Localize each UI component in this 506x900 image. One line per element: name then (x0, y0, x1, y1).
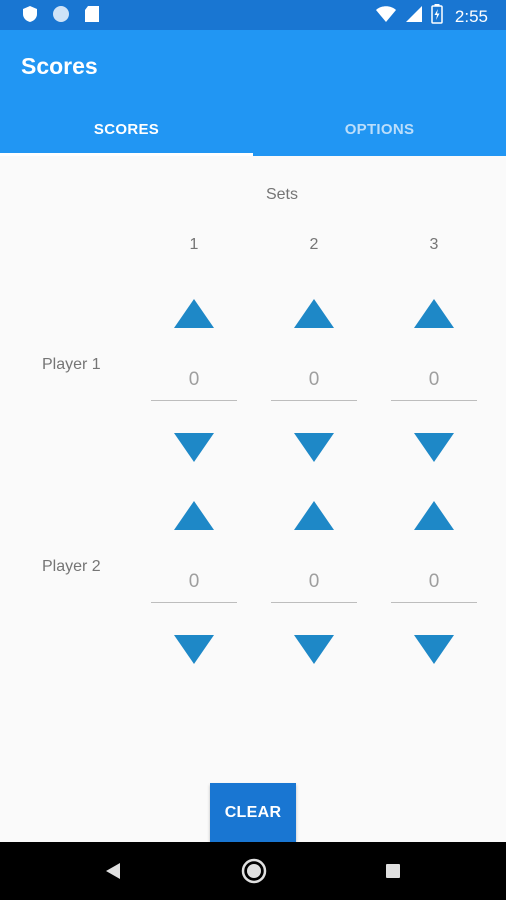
battery-icon (431, 4, 443, 29)
page-title: Scores (21, 53, 98, 79)
shield-icon (22, 5, 38, 28)
app-bar: Scores SCORES OPTIONS (0, 30, 506, 156)
notification-icons (22, 5, 100, 28)
player-1-set-2-down-arrow-icon[interactable] (292, 430, 336, 464)
player-1-set-1-up-arrow-icon[interactable] (172, 297, 216, 331)
tab-bar: SCORES OPTIONS (0, 102, 506, 156)
scores-panel: Sets 1 2 3 Player 1 0 0 0 Player 2 0 0 0… (0, 156, 506, 842)
wifi-icon (375, 5, 397, 28)
sd-card-icon (84, 5, 100, 28)
recents-icon[interactable] (385, 863, 401, 884)
player-1-set-3-down-arrow-icon[interactable] (412, 430, 456, 464)
player-2-set-1-up-arrow-icon[interactable] (172, 499, 216, 533)
system-nav-bar (0, 842, 506, 900)
tab-label: OPTIONS (344, 120, 415, 138)
clock: 2:55 (454, 6, 488, 26)
set-column-header: 1 (189, 236, 199, 253)
player-1-set-3-score[interactable]: 0 (391, 360, 477, 401)
system-icons: 2:55 (375, 4, 488, 29)
circle-icon (52, 5, 70, 28)
player-2-set-2-down-arrow-icon[interactable] (292, 632, 336, 666)
player-1-set-1-score[interactable]: 0 (151, 360, 237, 401)
player-1-set-1-down-arrow-icon[interactable] (172, 430, 216, 464)
player-2-set-3-score[interactable]: 0 (391, 562, 477, 603)
player-2-set-2-score[interactable]: 0 (271, 562, 357, 603)
signal-icon (405, 5, 423, 28)
player-2-label: Player 2 (42, 558, 101, 575)
tab-indicator (0, 153, 253, 156)
player-2-set-1-down-arrow-icon[interactable] (172, 632, 216, 666)
player-1-label: Player 1 (42, 356, 101, 373)
tab-options[interactable]: OPTIONS (253, 102, 506, 156)
tab-scores[interactable]: SCORES (0, 102, 253, 156)
set-column-header: 3 (429, 236, 439, 253)
player-2-set-1-score[interactable]: 0 (151, 562, 237, 603)
status-bar: 2:55 (0, 0, 506, 30)
player-2-set-2-up-arrow-icon[interactable] (292, 499, 336, 533)
tab-label: SCORES (93, 120, 160, 138)
set-column-header: 2 (309, 236, 319, 253)
clear-button-label: CLEAR (224, 803, 282, 821)
clear-button[interactable]: CLEAR (210, 783, 296, 842)
player-1-set-2-up-arrow-icon[interactable] (292, 297, 336, 331)
player-2-set-3-down-arrow-icon[interactable] (412, 632, 456, 666)
player-1-set-2-score[interactable]: 0 (271, 360, 357, 401)
player-1-set-3-up-arrow-icon[interactable] (412, 297, 456, 331)
sets-heading: Sets (265, 186, 298, 203)
home-icon[interactable] (241, 858, 267, 889)
back-icon[interactable] (104, 861, 122, 886)
player-2-set-3-up-arrow-icon[interactable] (412, 499, 456, 533)
